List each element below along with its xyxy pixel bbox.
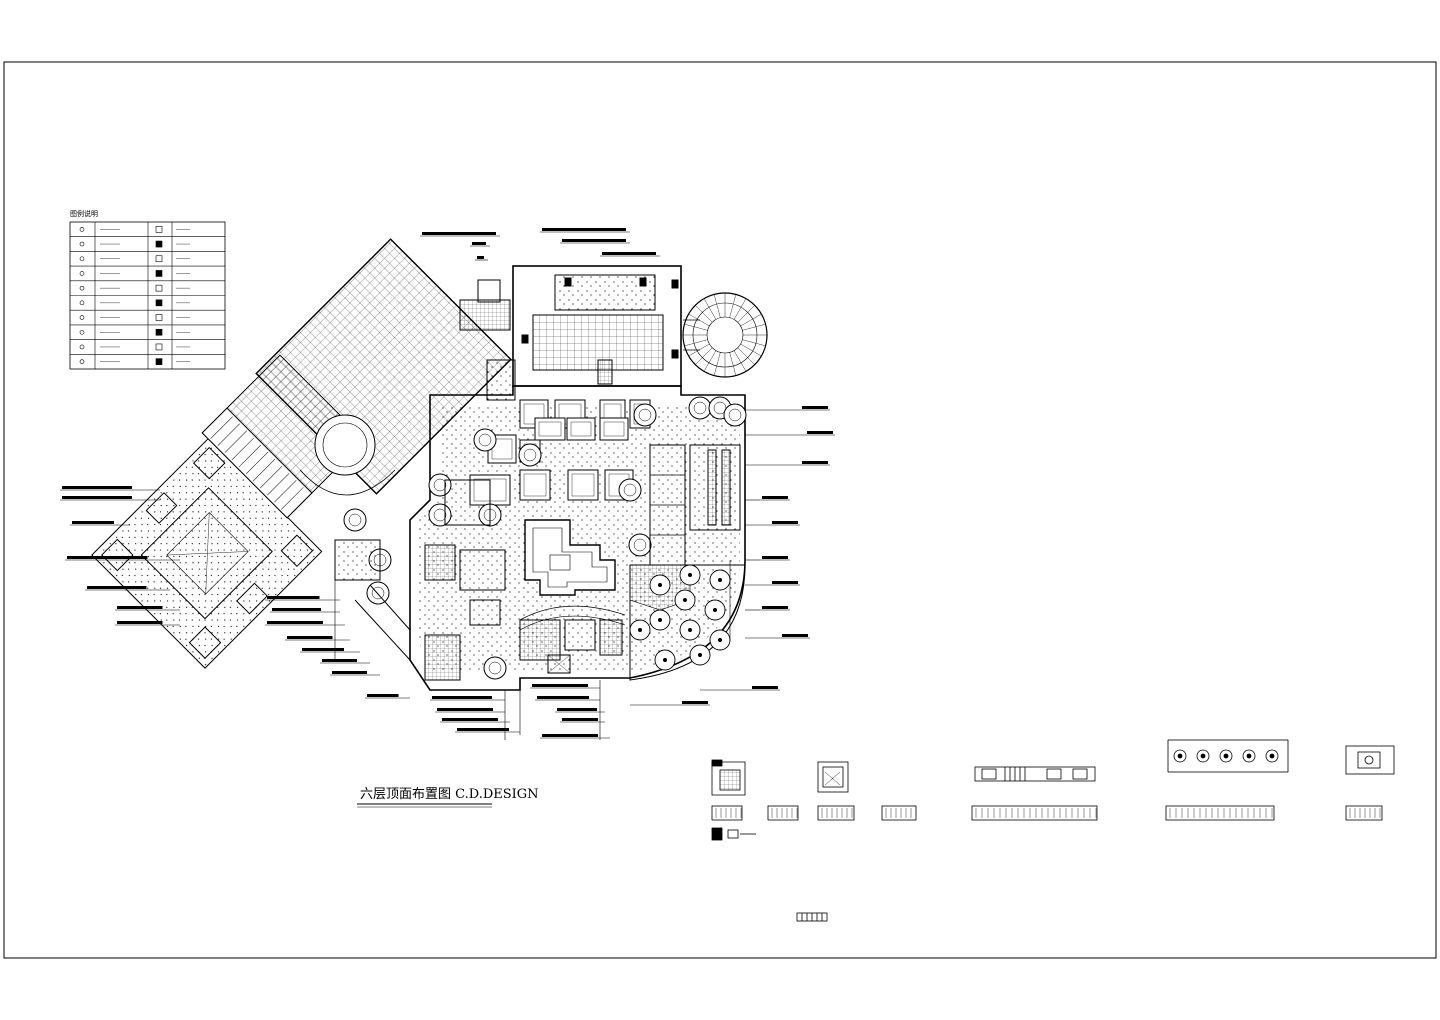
- legend-symbol-icon: [155, 314, 163, 321]
- legend-symbol-icon: [155, 358, 163, 365]
- annotation-label: [762, 556, 788, 559]
- legend-symbol-icon: [155, 328, 163, 336]
- light-fixture-icon: [633, 403, 657, 427]
- annotation-label: [437, 708, 493, 711]
- legend-symbol-icon: [155, 270, 163, 277]
- fixture-icon: [1196, 749, 1210, 763]
- annotation-label: [477, 256, 484, 259]
- annotation-label: [762, 606, 788, 609]
- light-fixture-icon: [518, 443, 542, 467]
- annotation-label: [602, 252, 656, 255]
- annotation-label: [62, 496, 132, 499]
- legend-table: 图例说明: [69, 209, 226, 370]
- legend-symbol-icon: [79, 315, 85, 320]
- annotation-label: [442, 718, 498, 721]
- light-fixture-icon: [428, 473, 452, 497]
- annotation-label: [117, 621, 163, 624]
- legend-symbol-icon: [79, 241, 85, 247]
- central-plan: [334, 265, 768, 691]
- ceiling-room: [519, 469, 551, 501]
- light-fixture-icon: [428, 503, 452, 527]
- annotation-label: [782, 634, 808, 637]
- annotation-label: [87, 586, 147, 589]
- elevation-strip: [1165, 805, 1275, 821]
- elevation-strip: [1345, 805, 1383, 821]
- legend-symbol-icon: [79, 344, 85, 350]
- legend-symbol-icon: [155, 226, 163, 233]
- light-fixture-icon: [688, 396, 712, 420]
- legend-symbol-icon: [79, 271, 85, 276]
- annotation-label: [682, 701, 708, 704]
- annotation-label: [72, 521, 114, 524]
- legend-symbol-icon: [79, 329, 85, 335]
- annotation-label: [562, 239, 626, 242]
- annotation-label: [332, 671, 367, 674]
- annotation-label: [367, 694, 399, 697]
- ceiling-room: [599, 417, 629, 441]
- light-fixture-icon: [343, 508, 367, 532]
- annotation-label: [302, 648, 344, 651]
- light-fixture-icon: [473, 428, 497, 452]
- legend-symbol-icon: [155, 255, 163, 263]
- annotation-label: [422, 232, 496, 235]
- legend-symbol-icon: [79, 285, 85, 291]
- annotation-label: [322, 659, 357, 662]
- sheet-border: [3, 61, 1437, 959]
- annotation-label: [542, 228, 626, 231]
- elevation-strip: [817, 805, 855, 821]
- drawing-title: 六层顶面布置图 C.D.DESIGN: [360, 787, 539, 802]
- legend-symbol-icon: [79, 359, 85, 364]
- annotation-label: [432, 696, 492, 699]
- ceiling-room: [566, 417, 596, 441]
- annotation-label: [267, 596, 320, 599]
- light-fixture-icon: [628, 533, 652, 557]
- ceiling-room: [534, 417, 566, 441]
- annotation-label: [802, 461, 828, 464]
- elevation-strip: [971, 805, 1098, 821]
- legend-symbol-icon: [155, 343, 163, 351]
- annotation-label: [272, 608, 321, 611]
- light-fixture-icon: [483, 656, 507, 680]
- annotation-label: [472, 242, 486, 245]
- fixture-icon: [1242, 749, 1256, 763]
- annotation-label: [772, 521, 798, 524]
- legend-symbol-icon: [79, 227, 85, 232]
- legend-symbol-icon: [79, 300, 85, 306]
- legend-symbol-icon: [155, 284, 163, 292]
- legend-symbol-icon: [155, 299, 163, 307]
- light-fixture-icon: [618, 478, 642, 502]
- fixture-icon: [1265, 749, 1279, 763]
- ceiling-room: [567, 469, 599, 501]
- annotation-label: [117, 606, 163, 609]
- detail-elevations: [711, 739, 1395, 922]
- elevation-strip: [767, 805, 799, 821]
- annotation-label: [67, 556, 148, 559]
- annotation-label: [762, 496, 788, 499]
- annotation-label: [562, 718, 598, 721]
- legend-heading: 图例说明: [70, 209, 98, 218]
- annotation-label: [287, 636, 333, 639]
- annotation-label: [542, 734, 598, 737]
- legend-symbol-icon: [79, 256, 85, 262]
- annotation-label: [267, 621, 323, 624]
- annotation-label: [457, 728, 509, 731]
- annotation-label: [557, 708, 597, 711]
- annotation-label: [532, 684, 588, 687]
- drawing-title-block: 六层顶面布置图 C.D.DESIGN: [357, 787, 539, 808]
- fixture-icon: [1173, 749, 1187, 763]
- annotation-label: [802, 406, 828, 409]
- light-fixture-icon: [723, 403, 747, 427]
- fixture-icon: [1219, 749, 1233, 763]
- annotation-label: [772, 581, 798, 584]
- annotation-label: [807, 431, 833, 434]
- elevation-strip: [881, 805, 917, 821]
- annotation-leaders: [60, 228, 835, 740]
- annotation-label: [62, 486, 132, 489]
- annotation-label: [752, 686, 778, 689]
- left-wing: [91, 238, 512, 669]
- elevation-strip: [711, 805, 743, 821]
- legend-symbol-icon: [155, 240, 163, 248]
- annotation-label: [537, 696, 589, 699]
